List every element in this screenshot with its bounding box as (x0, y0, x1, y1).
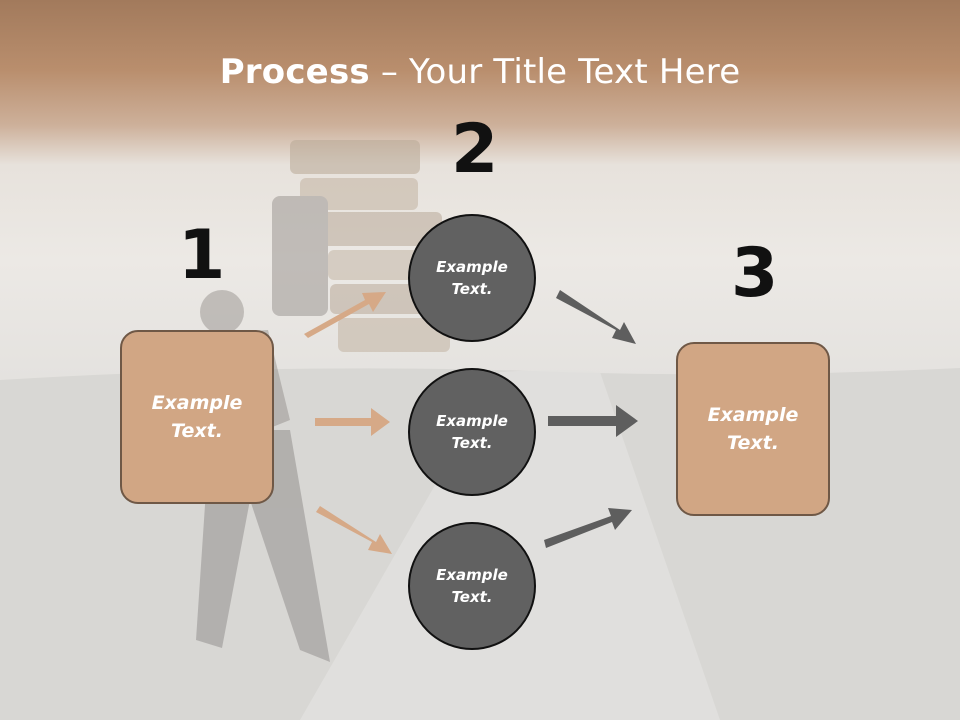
step-number-2: 2 (451, 110, 499, 189)
slide-title: Process – Your Title Text Here (0, 52, 960, 92)
title-rest: – Your Title Text Here (369, 52, 741, 92)
middle-circle-center-label: Example Text. (436, 411, 508, 453)
step-box-3-label: Example Text. (707, 403, 799, 455)
arrow-right-left (315, 408, 390, 436)
arrow-right-right (548, 405, 638, 437)
book-stack (272, 140, 450, 352)
title-bold: Process (219, 52, 370, 92)
middle-circle-top: Example Text. (408, 214, 536, 342)
middle-circle-bottom: Example Text. (408, 522, 536, 650)
step-box-1: Example Text. (120, 330, 274, 504)
arrow-up-right-right (544, 508, 632, 548)
step-box-3: Example Text. (676, 342, 830, 516)
middle-circle-bottom-label: Example Text. (436, 565, 508, 607)
middle-circle-top-label: Example Text. (436, 257, 508, 299)
arrow-down-right-right (556, 290, 636, 344)
middle-circle-center: Example Text. (408, 368, 536, 496)
step-box-1-label: Example Text. (151, 391, 243, 443)
arrow-down-right-left (316, 506, 392, 554)
step-number-3: 3 (731, 234, 779, 313)
arrow-up-right-left (304, 292, 386, 338)
step-number-1: 1 (178, 216, 226, 295)
